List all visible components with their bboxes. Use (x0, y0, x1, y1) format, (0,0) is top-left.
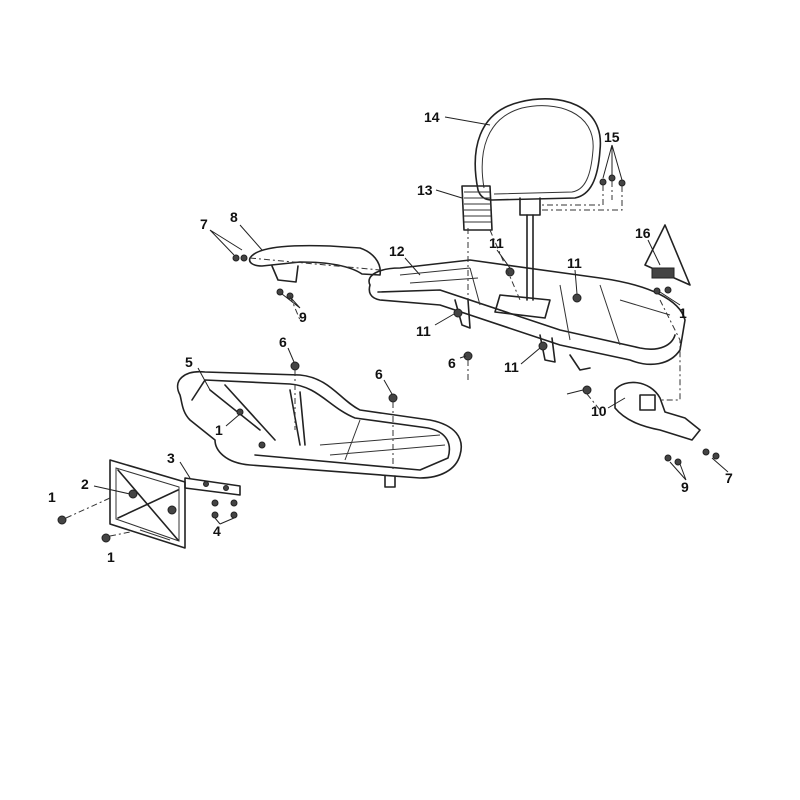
callout-6-b: 6 (279, 334, 287, 350)
backrest-pad (474, 98, 602, 301)
callout-6-a: 6 (448, 355, 456, 371)
callout-11-c: 11 (416, 323, 431, 339)
callout-7-left: 7 (200, 216, 208, 232)
callout-6-c: 6 (375, 366, 383, 382)
callout-16: 16 (635, 225, 651, 241)
callout-2: 2 (81, 476, 89, 492)
callout-1-front: 1 (215, 422, 223, 438)
callout-1-rear: 1 (679, 305, 687, 321)
callout-11-d: 11 (504, 359, 519, 375)
armrest-left (232, 244, 382, 300)
callout-1-plate-bottom: 1 (107, 549, 115, 565)
callout-3: 3 (167, 450, 175, 466)
reflector-16 (644, 224, 691, 294)
callout-8: 8 (230, 209, 238, 225)
assembly-lines (65, 228, 681, 537)
callout-7-right: 7 (725, 470, 733, 486)
license-plate (109, 459, 186, 549)
callout-11-a: 11 (489, 235, 504, 251)
callout-14: 14 (424, 109, 440, 125)
callout-13: 13 (417, 182, 433, 198)
rear-rack (368, 259, 686, 371)
callout-11-b: 11 (567, 255, 582, 271)
fasteners (57, 267, 661, 543)
callout-9-right: 9 (681, 479, 689, 495)
leader-lines (93, 116, 729, 525)
callout-9-left: 9 (299, 309, 307, 325)
callout-10: 10 (591, 403, 607, 419)
callout-1-plate-left: 1 (48, 489, 56, 505)
armrest-right (614, 381, 720, 466)
callout-5: 5 (185, 354, 193, 370)
grille-panel (461, 185, 493, 231)
callout-12: 12 (389, 243, 405, 259)
plate-bracket (184, 477, 241, 496)
callout-4: 4 (213, 523, 221, 539)
front-rack (176, 370, 462, 488)
callouts: 14 15 13 16 8 7 11 12 11 1 9 11 6 11 6 5… (48, 109, 733, 565)
callout-15: 15 (604, 129, 620, 145)
